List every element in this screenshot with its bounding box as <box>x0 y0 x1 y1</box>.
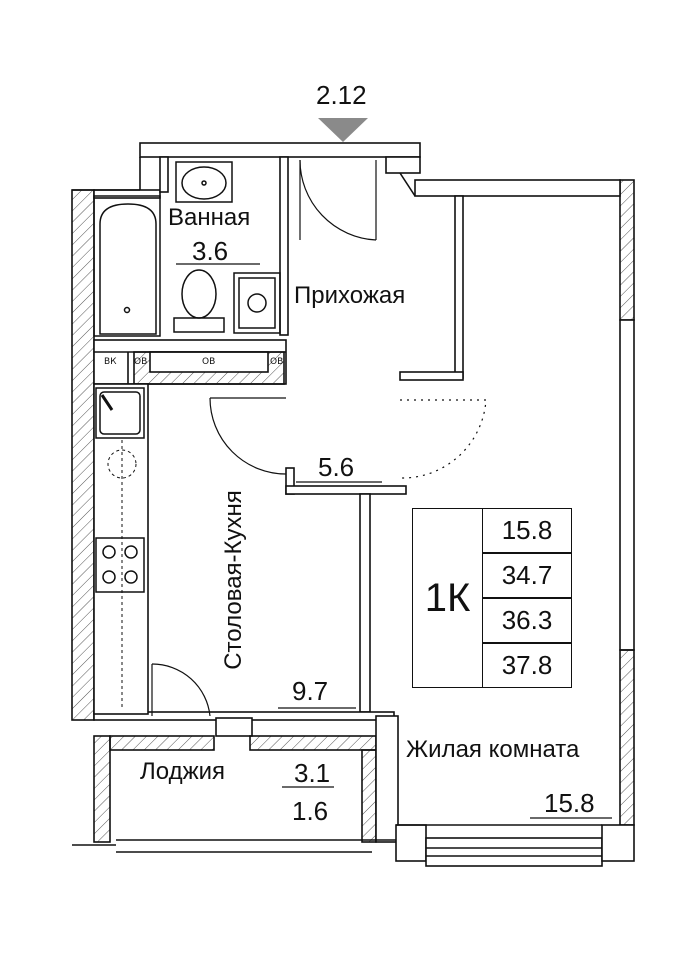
dishwasher-icon <box>107 440 137 710</box>
washbasin-icon <box>175 161 233 203</box>
living-room-area: 15.8 <box>544 788 595 818</box>
summary-value: 37.8 <box>482 643 572 688</box>
summary-value: 36.3 <box>482 598 572 643</box>
doors <box>151 159 487 717</box>
summary-value: 34.7 <box>482 553 572 598</box>
washing-machine-icon <box>233 272 281 334</box>
bathroom-area: 3.6 <box>192 236 229 266</box>
hallway-name: Прихожая <box>294 282 406 309</box>
shaft-label-ov-2: ОВ <box>202 357 216 367</box>
loggia-area-secondary: 1.6 <box>292 796 329 826</box>
summary-value: 15.8 <box>482 508 572 553</box>
walls <box>71 142 635 867</box>
shaft-label-vk: ВК <box>104 357 117 367</box>
shaft-label-ov-1: ОВ <box>134 357 148 367</box>
apartment-summary: 1К 15.8 34.7 36.3 37.8 <box>412 508 572 688</box>
loggia-name: Лоджия <box>140 758 226 785</box>
shaft-label-ov-3: ОВ <box>270 357 284 367</box>
kitchen-area: 9.7 <box>292 676 329 706</box>
toilet-icon <box>173 269 225 333</box>
entrance-marker-label: 2.12 <box>316 80 367 110</box>
hallway-area: 5.6 <box>318 452 355 482</box>
kitchen-name: Столовая-Кухня <box>220 490 247 670</box>
entrance-marker-icon <box>318 118 368 142</box>
area-underlines <box>176 263 612 819</box>
stove-icon <box>95 537 145 593</box>
bathtub-icon <box>93 195 161 337</box>
living-room-name: Жилая комната <box>406 736 580 763</box>
loggia-area: 3.1 <box>294 758 331 788</box>
bathroom-name: Ванная <box>168 204 251 231</box>
apartment-type: 1К <box>412 508 482 688</box>
kitchen-sink-icon <box>95 387 145 439</box>
